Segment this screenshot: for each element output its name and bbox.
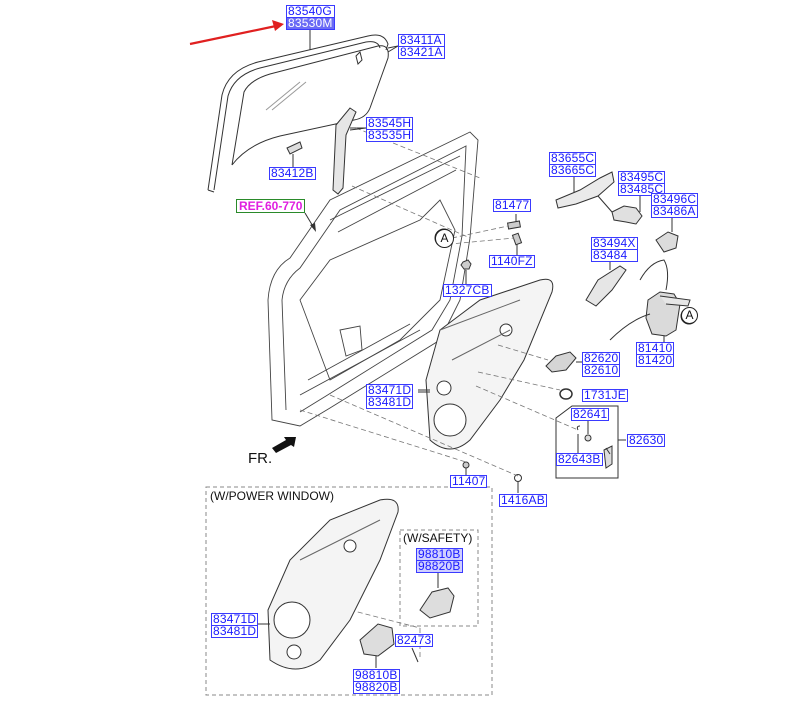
glass-guide-drawing	[332, 107, 366, 195]
part-number-83481d[interactable]: 83481D	[366, 395, 414, 409]
safety-section-title: (W/SAFETY)	[403, 531, 473, 545]
label-door-glass[interactable]: 83411A 83421A	[398, 34, 445, 59]
label-handle-cover[interactable]: 83655C 83665C	[549, 151, 597, 177]
part-number-82620[interactable]: 82620	[582, 351, 621, 365]
part-number-83471d-pw[interactable]: 83471D	[211, 612, 259, 626]
inside-handle-drawing	[545, 351, 584, 373]
part-number-83540g[interactable]: 83540G	[286, 5, 335, 18]
part-number-83484[interactable]: 83484	[591, 249, 638, 262]
part-number-81477[interactable]: 81477	[493, 198, 532, 212]
pw-module-panel-drawing	[260, 498, 399, 670]
part-number-82641[interactable]: 82641	[571, 407, 610, 421]
fastener-drawings	[460, 214, 523, 493]
part-number-83530m-highlighted[interactable]: 83530M	[286, 16, 335, 30]
door-frame-drawing	[267, 131, 479, 427]
pw-motor-drawing	[359, 623, 419, 668]
reference-label[interactable]: REF.60-770	[236, 199, 306, 213]
part-number-98820b-safety[interactable]: 98820B	[416, 559, 463, 573]
reference-leader	[304, 212, 316, 232]
label-pw-motor[interactable]: 98810B 98820B	[353, 669, 400, 694]
label-glass-guide[interactable]: 83545H 83535H	[366, 116, 414, 142]
label-inside-handle[interactable]: 82620 82610	[582, 351, 621, 377]
part-number-83412b[interactable]: 83412B	[269, 166, 316, 180]
power-window-section-title: (W/POWER WINDOW)	[210, 489, 334, 503]
part-number-83481d-pw[interactable]: 83481D	[211, 624, 259, 638]
rod-clip-drawing	[597, 195, 643, 225]
label-lock-rod[interactable]: 83496C 83486A	[651, 192, 699, 218]
part-number-81420[interactable]: 81420	[636, 353, 675, 367]
part-number-1140fz[interactable]: 1140FZ	[489, 254, 535, 268]
part-number-83535h[interactable]: 83535H	[366, 128, 414, 142]
door-glass-drawing	[231, 45, 399, 166]
handle-cover-drawing	[555, 171, 615, 209]
part-number-83496c[interactable]: 83496C	[651, 192, 699, 206]
part-number-1327cb[interactable]: 1327CB	[443, 283, 492, 297]
front-direction-arrow	[272, 437, 296, 453]
detail-marker-a-latch: A	[681, 307, 698, 324]
power-window-section-box	[205, 486, 493, 696]
part-number-81410[interactable]: 81410	[636, 341, 675, 355]
label-handle-lever[interactable]: 83494X 83484	[591, 237, 638, 262]
label-safety-motor[interactable]: 98810B 98820B	[416, 548, 463, 573]
part-number-98820b[interactable]: 98820B	[353, 680, 400, 694]
door-latch-drawing	[609, 259, 691, 342]
part-number-1731je[interactable]: 1731JE	[582, 388, 628, 402]
part-number-82610[interactable]: 82610	[582, 363, 621, 377]
label-run-channel[interactable]: 83540G 83530M	[286, 5, 335, 30]
part-number-98810b-safety[interactable]: 98810B	[416, 547, 463, 561]
label-module-panel[interactable]: 83471D 83481D	[366, 383, 414, 409]
part-number-11407[interactable]: 11407	[450, 474, 488, 488]
glass-holder-drawing	[286, 141, 303, 166]
part-number-98810b[interactable]: 98810B	[353, 668, 400, 682]
part-number-83665c[interactable]: 83665C	[549, 163, 597, 177]
label-door-latch[interactable]: 81410 81420	[636, 341, 675, 367]
red-pointer-arrow	[189, 20, 284, 46]
handle-assy-box	[555, 405, 626, 479]
part-number-83411a[interactable]: 83411A	[398, 34, 445, 47]
part-number-83545h[interactable]: 83545H	[366, 116, 414, 130]
part-number-83486a[interactable]: 83486A	[651, 205, 699, 218]
part-number-82473[interactable]: 82473	[395, 633, 434, 647]
safety-motor-drawing	[419, 572, 455, 619]
part-number-82630[interactable]: 82630	[627, 433, 666, 447]
module-panel-drawing	[418, 278, 554, 450]
part-number-83471d[interactable]: 83471D	[366, 383, 414, 397]
run-channel-drawing	[207, 30, 389, 193]
lock-rod-drawing	[655, 216, 679, 253]
part-number-1416ab[interactable]: 1416AB	[499, 493, 547, 507]
part-number-83495c[interactable]: 83495C	[618, 170, 666, 184]
detail-marker-a-door: A	[435, 229, 454, 248]
part-number-83655c[interactable]: 83655C	[549, 151, 597, 165]
handle-lever-drawing	[585, 260, 627, 307]
label-pw-module-panel[interactable]: 83471D 83481D	[211, 612, 259, 638]
grommet-drawing	[559, 388, 573, 400]
label-rod-clip[interactable]: 83495C 83485C	[618, 170, 666, 196]
part-number-83494x[interactable]: 83494X	[591, 236, 638, 250]
part-number-82643b[interactable]: 82643B	[556, 452, 603, 466]
front-direction-label: FR.	[248, 450, 273, 467]
dashed-leaders	[299, 127, 579, 660]
safety-section-box	[399, 529, 479, 627]
part-number-83421a[interactable]: 83421A	[398, 45, 445, 59]
